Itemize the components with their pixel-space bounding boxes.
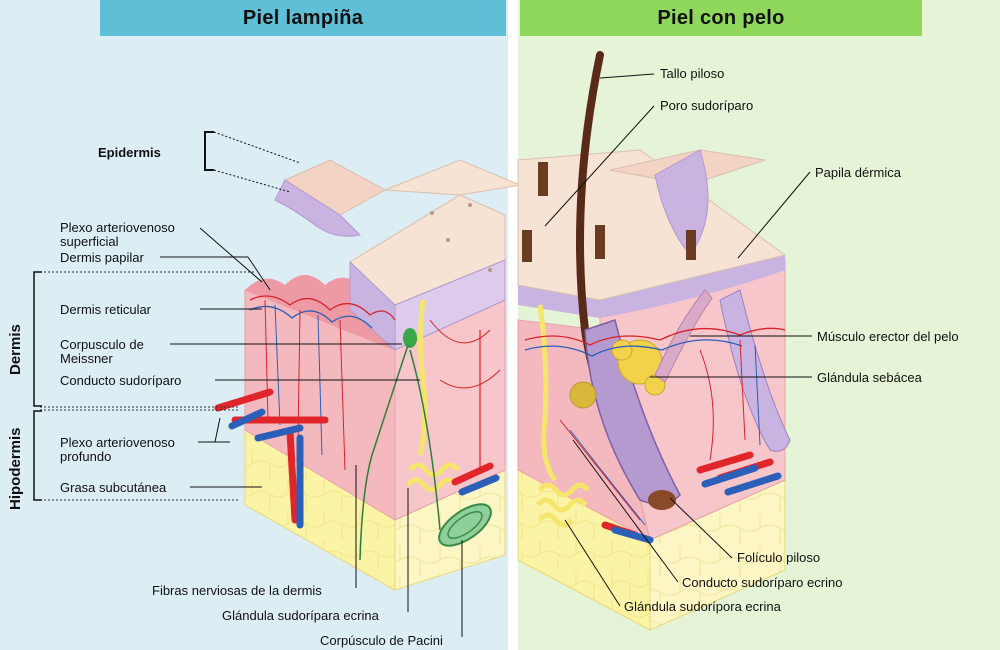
sebaceous-gland-small [569, 381, 597, 409]
label-musculo-erector: Músculo erector del pelo [817, 329, 959, 344]
label-epidermis: Epidermis [98, 145, 161, 160]
label-glandula-sebacea: Glándula sebácea [817, 370, 923, 385]
label-conducto-sudoriparo: Conducto sudoríparo [60, 373, 181, 388]
label-conducto-sudoriparo-ecrino: Conducto sudoríparo ecrino [682, 575, 842, 590]
sweat-duct-left [417, 299, 428, 456]
surface-hair-2 [522, 230, 532, 262]
epidermis-flap-underside [274, 179, 362, 237]
label-plexo-superficial-1: Plexo arteriovenoso [60, 220, 175, 235]
hairy-skin-vessels [524, 327, 786, 346]
label-foliculo-piloso: Folículo piloso [737, 550, 820, 565]
label-poro-sudoriparo: Poro sudoríparo [660, 98, 753, 113]
label-grasa: Grasa subcutánea [60, 480, 167, 495]
label-hipodermis: Hipodermis [7, 427, 24, 510]
label-fibras-nerviosas: Fibras nerviosas de la dermis [152, 583, 322, 598]
dermal-nerve-fiber [359, 344, 409, 561]
pacini-corpuscle [438, 503, 492, 547]
label-dermis-reticular: Dermis reticular [60, 302, 152, 317]
hairy-skin-block [517, 51, 791, 631]
label-dermis: Dermis [7, 324, 24, 375]
surface-hair-3 [595, 225, 605, 259]
superficial-plexus-vessels [249, 295, 396, 321]
surface-hair-4 [686, 230, 696, 260]
label-glandula-ecrina-left: Glándula sudorípara ecrina [222, 608, 380, 623]
label-tallo-piloso: Tallo piloso [660, 66, 724, 81]
right-labels: Tallo piloso Poro sudoríparo Papila dérm… [544, 66, 959, 614]
label-glandula-sudoripora-ecrina: Glándula sudorípora ecrina [624, 599, 782, 614]
title-hairless-skin: Piel lampiña [100, 0, 506, 36]
secondary-follicle [719, 289, 791, 452]
label-plexo-profundo-2: profundo [60, 449, 111, 464]
hairless-skin-block [40, 159, 522, 591]
label-pacini: Corpúsculo de Pacini [320, 633, 443, 648]
dermal-papilla [648, 490, 676, 510]
surface-hair-1 [538, 162, 548, 196]
label-meissner-1: Corpusculo de [60, 337, 144, 352]
eccrine-sweat-duct [537, 304, 558, 482]
arrector-pili-muscle [654, 289, 713, 383]
left-labels: Epidermis Dermis Hipodermis Plexo arteri… [7, 131, 463, 648]
meissner-corpuscle [403, 328, 417, 348]
label-dermis-papilar: Dermis papilar [60, 250, 144, 265]
label-meissner-2: Meissner [60, 351, 113, 366]
label-plexo-superficial-2: superficial [60, 234, 119, 249]
epidermis-back-surface [384, 159, 522, 196]
label-papila-dermica: Papila dérmica [815, 165, 902, 180]
deep-plexus-vein [228, 408, 304, 529]
label-plexo-profundo-1: Plexo arteriovenoso [60, 435, 175, 450]
title-hairy-skin: Piel con pelo [520, 0, 922, 36]
